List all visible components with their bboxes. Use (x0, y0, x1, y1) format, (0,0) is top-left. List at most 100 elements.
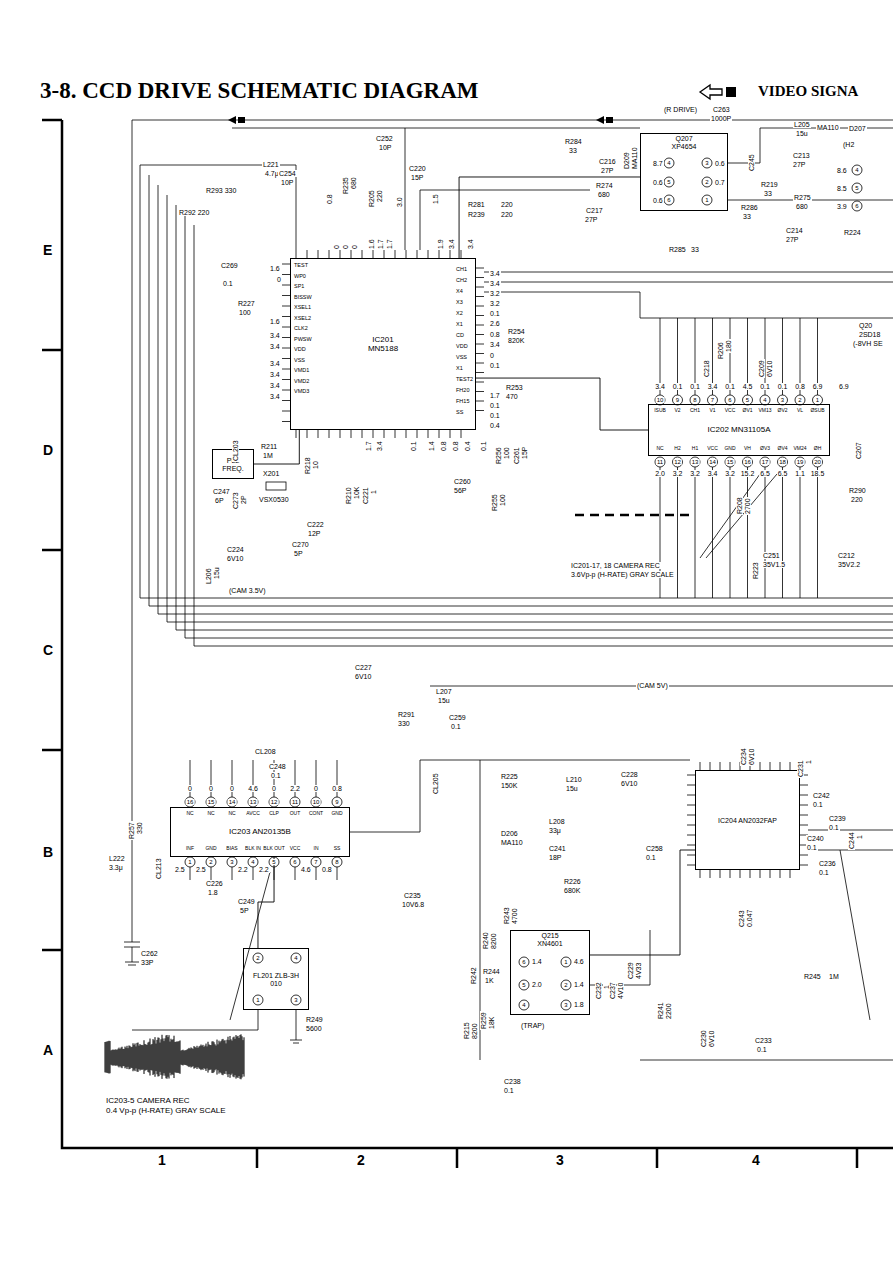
schematic-label: C260 (453, 478, 472, 485)
pin-circle (332, 857, 342, 867)
schematic-label: D209 (623, 151, 630, 170)
schematic-label: 0.1 (270, 772, 282, 779)
schematic-label: R210 (345, 486, 352, 505)
schematic-label: 8.5 (836, 185, 848, 192)
schematic-label: 5600 (305, 1025, 323, 1032)
waveform-trace (111, 1050, 112, 1064)
wire (420, 190, 590, 250)
schematic-label: 1.7 (377, 238, 384, 250)
schematic-label: 220 (376, 189, 383, 203)
waveform-trace (198, 1048, 199, 1067)
waveform-trace (172, 1040, 173, 1074)
schematic-label: 2700 (744, 497, 751, 515)
schematic-label: 6V10 (620, 780, 638, 787)
waveform-trace (108, 1041, 109, 1073)
schematic-label: 3 (293, 997, 298, 1003)
wire (140, 165, 893, 598)
schematic-label: C241 (548, 845, 567, 852)
schematic-label: ØH (813, 446, 823, 451)
waveform-trace (182, 1050, 183, 1065)
schematic-label: C244 (848, 831, 855, 850)
schematic-label: 15.2 (740, 470, 756, 477)
schematic-label: 2.2 (237, 866, 249, 873)
schematic-label: 27P (600, 167, 614, 174)
waveform-trace (107, 1042, 108, 1073)
schematic-label: 6 (727, 397, 732, 403)
waveform-trace (196, 1048, 197, 1068)
schematic-label: 8.7 (652, 160, 664, 167)
pin-circle (185, 797, 195, 807)
schematic-label: H1 (691, 446, 699, 451)
schematic-label: 12 (673, 459, 682, 465)
schematic-label: R240 (482, 931, 489, 950)
schematic-label: C216 (598, 158, 617, 165)
pin-circle (311, 797, 321, 807)
schematic-label: VSS (455, 355, 468, 361)
schematic-label: ISUB (653, 408, 667, 413)
pin-circle (332, 797, 342, 807)
schematic-label: (CAM 5V) (636, 682, 669, 689)
node-label: IC201 MN5188 (363, 336, 403, 354)
pin-circle (253, 995, 263, 1005)
schematic-label: 4 (751, 1153, 761, 1167)
wire (132, 120, 133, 942)
waveform-trace (149, 1042, 150, 1073)
waveform-trace (240, 1035, 241, 1079)
waveform-trace (233, 1037, 234, 1076)
waveform-trace (153, 1039, 154, 1075)
schematic-label: R291 (397, 711, 416, 718)
schematic-label: 11 (656, 459, 664, 465)
schematic-label: 5P (239, 907, 250, 914)
bus-arrow (228, 116, 613, 124)
waveform-trace (218, 1044, 219, 1070)
schematic-label: C270 (291, 541, 310, 548)
schematic-label: 0.8 (326, 193, 333, 205)
schematic-label: 3.9 (836, 203, 848, 210)
schematic-label: 0.6 (714, 160, 726, 167)
schematic-label: BIAS (225, 846, 238, 851)
wire (132, 1010, 258, 1030)
schematic-label: CL205 (432, 772, 439, 795)
schematic-label: C234 (740, 747, 747, 766)
schematic-label: GND (723, 446, 736, 451)
schematic-label: 3 (563, 1002, 568, 1008)
schematic-label: R239 (467, 211, 486, 218)
waveform-trace (110, 1041, 111, 1073)
waveform-trace (227, 1040, 228, 1075)
schematic-label: R219 (760, 181, 779, 188)
dashed-marker (575, 514, 690, 517)
schematic-label: 3 (229, 859, 234, 865)
schematic-label: VDD (455, 344, 469, 350)
waveform-trace (238, 1036, 239, 1078)
schematic-label: 1.8 (573, 1001, 585, 1008)
schematic-label: C232 (595, 981, 602, 1000)
schematic-label: 3.4 (448, 238, 455, 250)
node-label: XN4601 (537, 940, 562, 948)
pin-circle (725, 457, 735, 467)
schematic-label: 0.1 (480, 440, 487, 452)
schematic-label: NC (206, 811, 215, 816)
schematic-label: 6.9 (838, 383, 850, 390)
schematic-label: 1 (563, 959, 568, 965)
waveform-trace (173, 1039, 174, 1075)
schematic-label: 3 (780, 397, 785, 403)
schematic-label: 19 (796, 459, 805, 465)
schematic-label: L207 (435, 688, 453, 695)
schematic-label: 1M (828, 973, 840, 980)
schematic-label: 0.6 (652, 197, 664, 204)
schematic-label: 0.8 (794, 383, 806, 390)
schematic-label: 15u (565, 785, 579, 792)
schematic-label: C259 (448, 714, 467, 721)
schematic-label: X1 (455, 366, 464, 372)
page-title: 3-8. CCD DRIVE SCHEMATIC DIAGRAM (40, 78, 479, 104)
schematic-label: R223 (752, 561, 759, 580)
node-label: Q207 (675, 135, 692, 143)
schematic-label: 0.8 (321, 866, 333, 873)
schematic-label: 2.2 (258, 866, 270, 873)
pin-circle (664, 158, 674, 168)
schematic-label: R211 (260, 443, 278, 450)
schematic-label: R254 (507, 328, 526, 335)
schematic-label: 0 (313, 785, 319, 792)
waveform-trace (169, 1035, 170, 1078)
schematic-label: (H2 (842, 141, 855, 148)
